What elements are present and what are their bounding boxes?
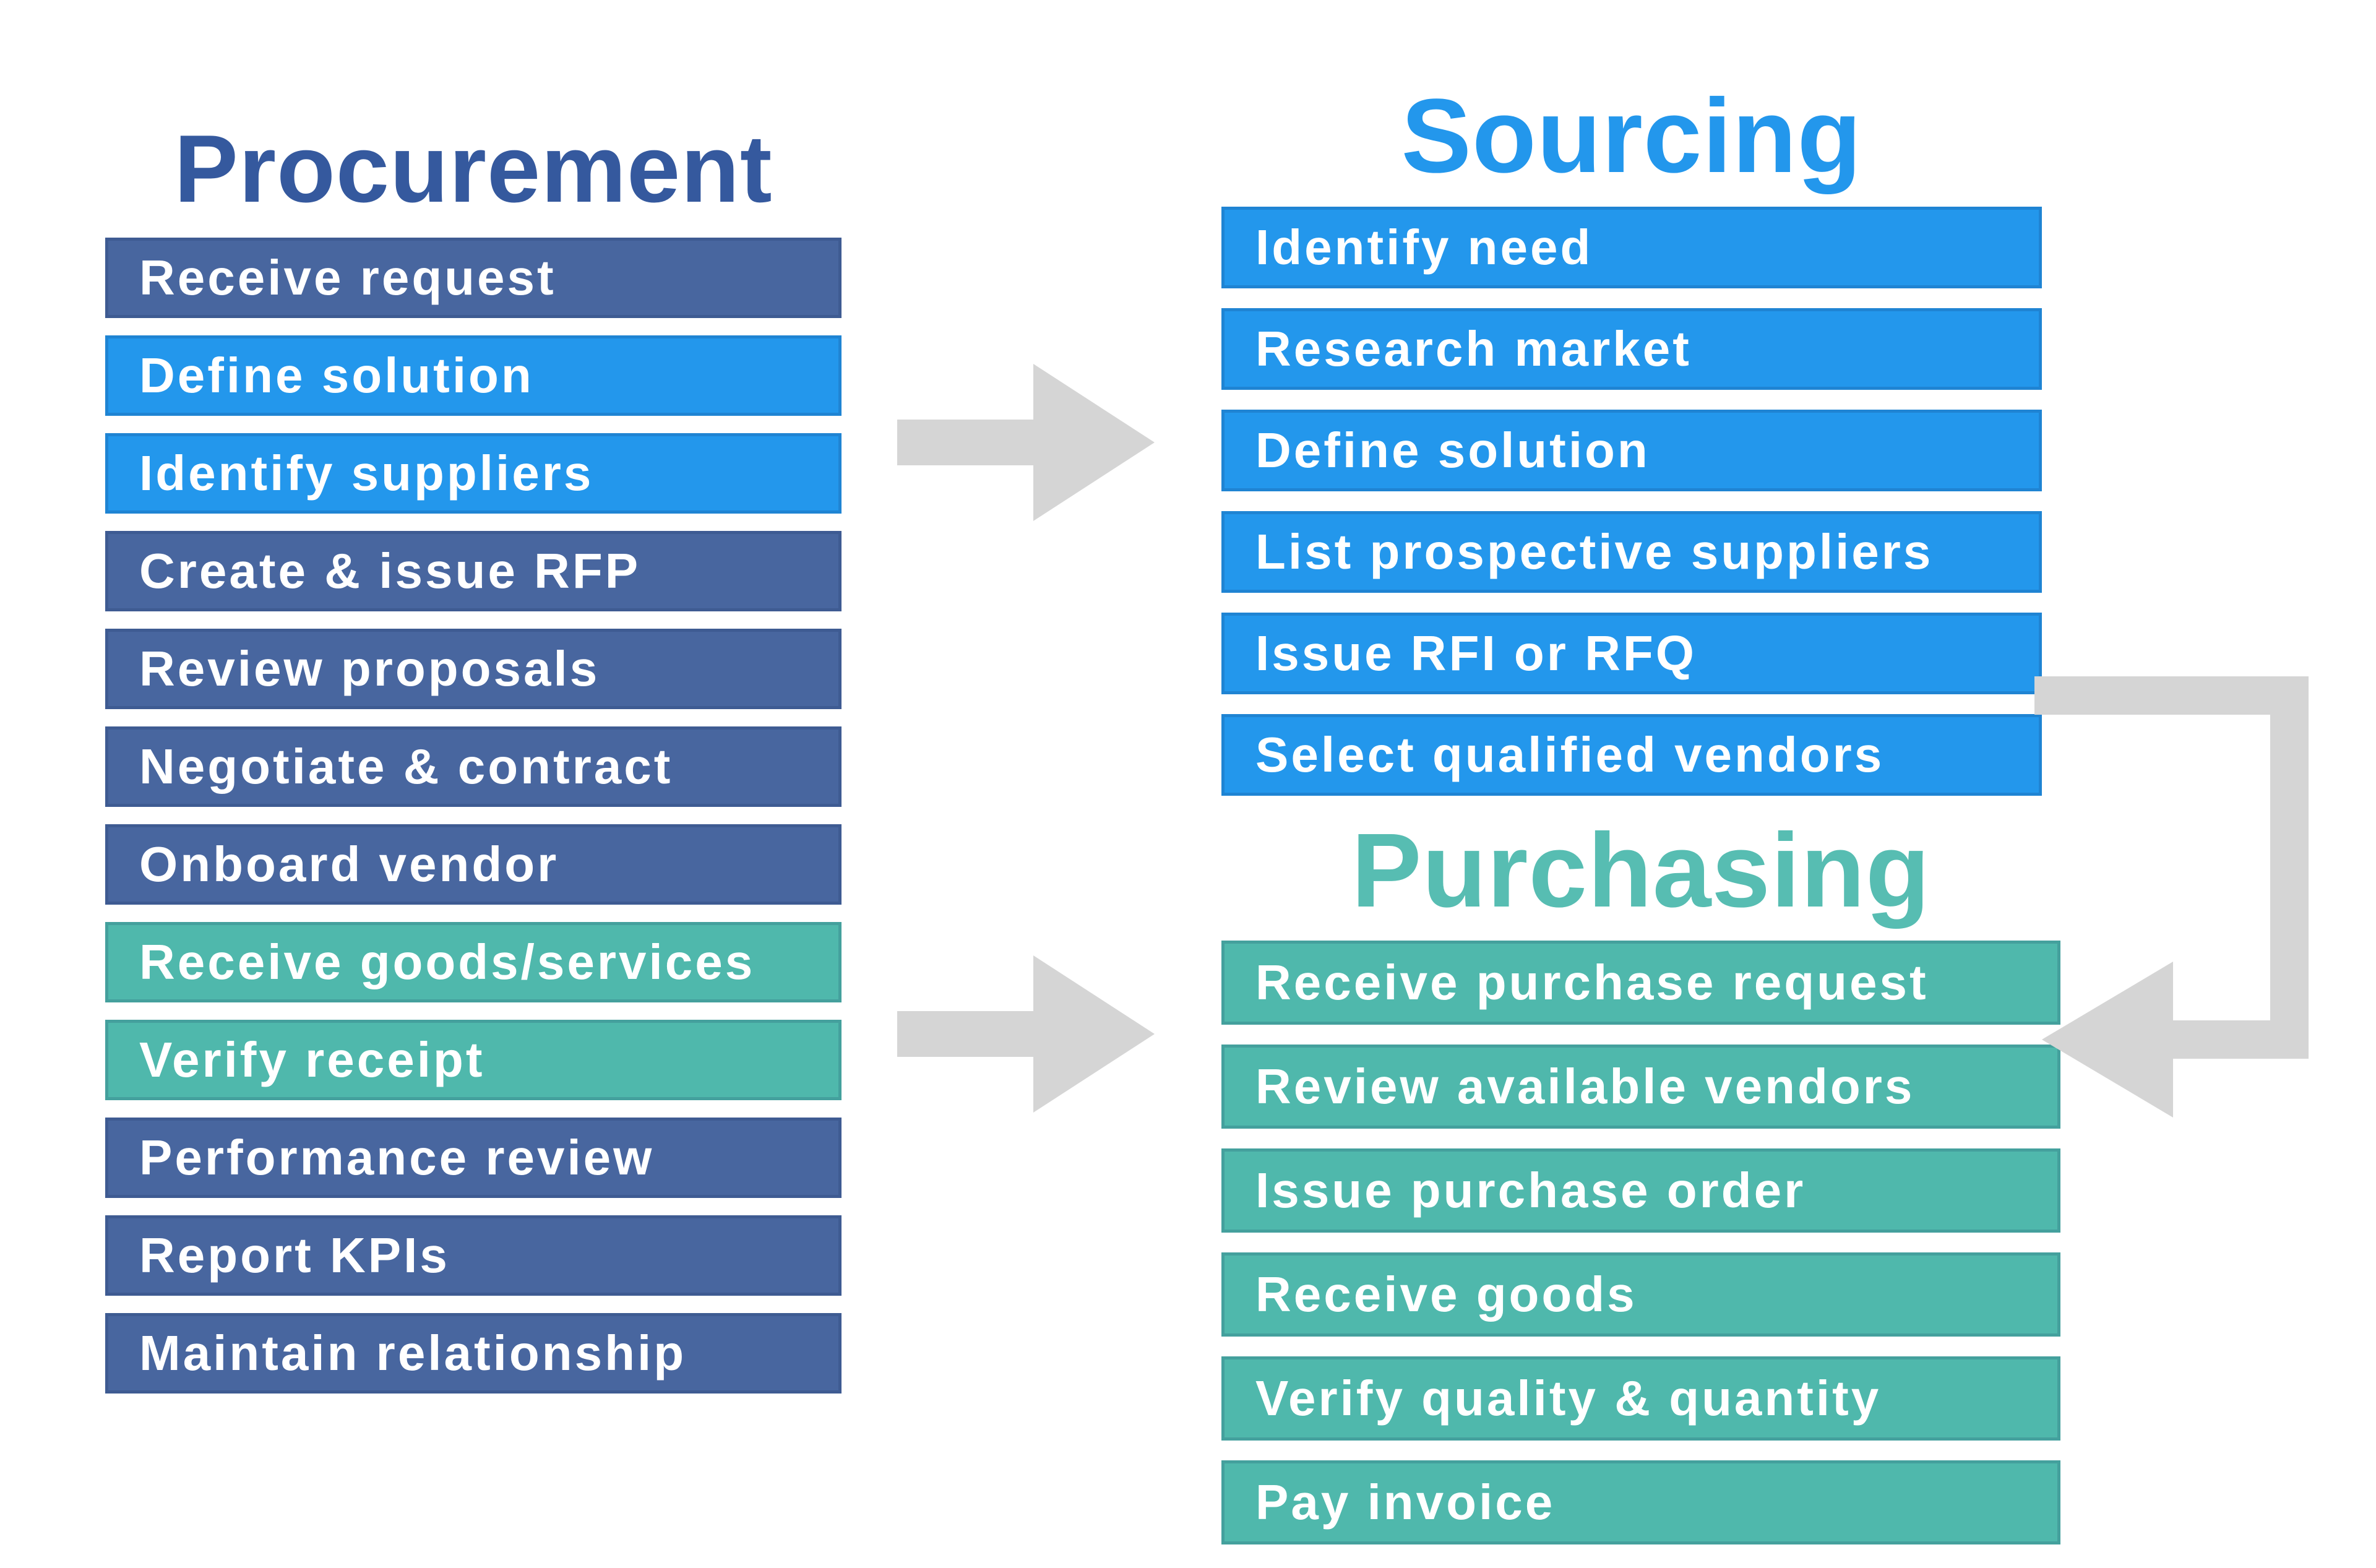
- step-label: Receive purchase request: [1255, 955, 1929, 1010]
- step-label: Performance review: [139, 1130, 655, 1185]
- process-step-bar: Review available vendors: [1221, 1045, 2060, 1129]
- process-step-bar: Issue RFI or RFQ: [1221, 613, 2042, 694]
- process-step-bar: Select qualified vendors: [1221, 714, 2042, 796]
- arrow-left-icon: [2042, 962, 2173, 1118]
- step-label: Identify suppliers: [139, 446, 594, 501]
- step-label: Receive request: [139, 250, 556, 305]
- purchasing-title: Purchasing: [1351, 812, 1930, 929]
- process-step-bar: Maintain relationship: [105, 1313, 842, 1394]
- step-label: Receive goods/services: [139, 934, 755, 989]
- sourcing-column: Identify need Research market Define sol…: [1221, 207, 2042, 816]
- purchasing-column: Receive purchase request Review availabl…: [1221, 941, 2060, 1564]
- step-label: Onboard vendor: [139, 837, 559, 892]
- step-label: Identify need: [1255, 220, 1593, 275]
- process-step-bar: Review proposals: [105, 629, 842, 709]
- step-label: Verify quality & quantity: [1255, 1371, 1882, 1426]
- step-label: Receive goods: [1255, 1267, 1637, 1322]
- step-label: Negotiate & contract: [139, 739, 673, 794]
- sourcing-title: Sourcing: [1401, 77, 1862, 195]
- process-step-bar: Receive goods: [1221, 1252, 2060, 1337]
- process-step-bar: Identify suppliers: [105, 433, 842, 514]
- step-label: Verify receipt: [139, 1032, 485, 1087]
- process-step-bar: Receive purchase request: [1221, 941, 2060, 1025]
- process-step-bar: Identify need: [1221, 207, 2042, 288]
- step-label: Define solution: [1255, 423, 1650, 478]
- process-step-bar: Issue purchase order: [1221, 1148, 2060, 1233]
- arrow-right-icon: [897, 364, 1155, 521]
- process-step-bar: Create & issue RFP: [105, 531, 842, 611]
- step-label: Issue purchase order: [1255, 1163, 1806, 1218]
- process-step-bar: Define solution: [1221, 410, 2042, 491]
- step-label: Research market: [1255, 321, 1692, 376]
- arrow-right-icon: [897, 955, 1155, 1113]
- process-step-bar: Report KPIs: [105, 1215, 842, 1296]
- process-step-bar: Negotiate & contract: [105, 726, 842, 807]
- process-step-bar: Performance review: [105, 1118, 842, 1198]
- process-step-bar: Define solution: [105, 335, 842, 416]
- step-label: List prospective suppliers: [1255, 524, 1934, 579]
- step-label: Issue RFI or RFQ: [1255, 626, 1697, 681]
- process-step-bar: Pay invoice: [1221, 1460, 2060, 1544]
- step-label: Select qualified vendors: [1255, 727, 1885, 782]
- step-label: Create & issue RFP: [139, 543, 641, 598]
- procurement-column: Receive request Define solution Identify…: [105, 238, 842, 1411]
- step-label: Report KPIs: [139, 1228, 450, 1283]
- step-label: Maintain relationship: [139, 1325, 687, 1381]
- process-step-bar: Verify receipt: [105, 1020, 842, 1100]
- elbow-connector: [2034, 676, 2309, 1059]
- step-label: Define solution: [139, 348, 534, 403]
- step-label: Review available vendors: [1255, 1059, 1915, 1114]
- step-label: Pay invoice: [1255, 1475, 1556, 1530]
- process-step-bar: Receive goods/services: [105, 922, 842, 1002]
- process-step-bar: Research market: [1221, 308, 2042, 390]
- process-step-bar: Onboard vendor: [105, 824, 842, 905]
- step-label: Review proposals: [139, 641, 600, 696]
- process-step-bar: Receive request: [105, 238, 842, 318]
- process-step-bar: List prospective suppliers: [1221, 511, 2042, 593]
- process-step-bar: Verify quality & quantity: [1221, 1356, 2060, 1441]
- procurement-title: Procurement: [174, 115, 773, 222]
